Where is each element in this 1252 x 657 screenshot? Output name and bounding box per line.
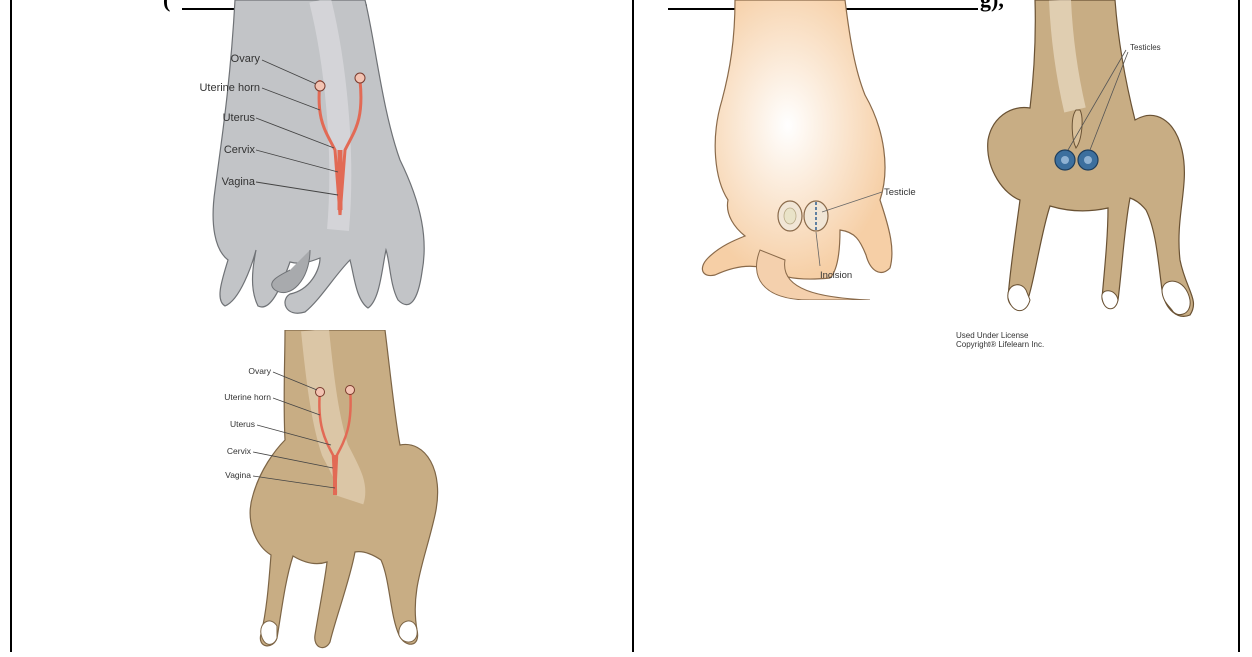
license-caption: Used Under License Copyright® Lifelearn … (956, 331, 1044, 349)
female-cat-drawing: Ovary Uterine horn Uterus Cervix Vagina (160, 0, 460, 322)
table-divider (632, 0, 634, 652)
cat-label-vagina: Vagina (222, 176, 256, 188)
cat-label-cervix: Cervix (224, 144, 256, 156)
male-cat-drawing: Testicle Incision (690, 0, 950, 300)
cat-label-uterine-horn: Uterine horn (199, 82, 260, 94)
male-dog-illustration: Testicles Used Under License Copyright® … (950, 0, 1210, 360)
female-dog-drawing: Ovary Uterine horn Uterus Cervix Vagina (185, 330, 445, 652)
male-dog-drawing: Testicles (950, 0, 1210, 330)
cat-label-ovary: Ovary (231, 53, 261, 65)
license-caption-line-2: Copyright® Lifelearn Inc. (956, 340, 1044, 349)
license-caption-line-1: Used Under License (956, 331, 1044, 340)
cat-label-uterus: Uterus (223, 112, 256, 124)
dog-label-ovary: Ovary (248, 366, 271, 376)
male-cat-label-testicle: Testicle (884, 187, 916, 198)
male-cat-illustration: Testicle Incision (690, 0, 950, 300)
dog-label-vagina: Vagina (225, 470, 251, 480)
dog-label-cervix: Cervix (227, 446, 252, 456)
female-cat-illustration: Ovary Uterine horn Uterus Cervix Vagina (160, 0, 460, 322)
dog-label-uterine-horn: Uterine horn (224, 392, 271, 402)
male-cat-label-incision: Incision (820, 270, 852, 281)
female-dog-illustration: Ovary Uterine horn Uterus Cervix Vagina (185, 330, 445, 652)
male-dog-label-testicles: Testicles (1130, 43, 1161, 52)
dog-label-uterus: Uterus (230, 419, 255, 429)
